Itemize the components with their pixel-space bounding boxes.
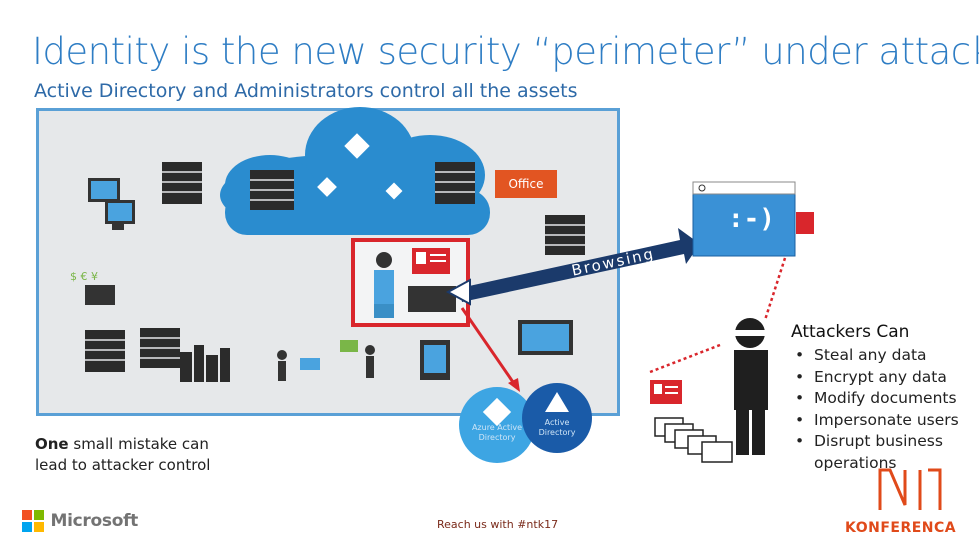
attackers-list: Steal any data Encrypt any data Modify d… xyxy=(795,345,964,474)
browsing-arrow xyxy=(445,228,700,306)
id-card-icon xyxy=(412,248,450,274)
azure-ad-label: Azure Active Directory xyxy=(471,423,523,442)
microsoft-grid-icon xyxy=(22,510,44,532)
hacker-icon xyxy=(734,318,768,455)
admin-user-icon xyxy=(374,252,394,318)
attackers-heading: Attackers Can xyxy=(791,322,910,342)
slide-title: Identity is the new security “perimeter”… xyxy=(32,30,979,73)
list-item: Impersonate users xyxy=(795,410,964,432)
bug-icon xyxy=(796,212,814,234)
konferenca-logo-mark xyxy=(878,468,942,510)
city-icon xyxy=(180,345,230,382)
mistake-caption: One small mistake can lead to attacker c… xyxy=(35,434,235,476)
people-icon xyxy=(277,340,375,381)
malicious-site-window xyxy=(692,181,796,257)
stolen-id-cards-icon xyxy=(650,380,733,463)
attack-path-dashed-lower xyxy=(649,343,721,374)
list-item: Modify documents xyxy=(795,388,964,410)
mistake-rest: small mistake can lead to attacker contr… xyxy=(35,435,211,474)
cloud-service-icon xyxy=(317,133,403,200)
svg-text:$ € ¥: $ € ¥ xyxy=(70,270,98,283)
list-item: Disrupt business operations xyxy=(795,431,964,474)
microsoft-wordmark: Microsoft xyxy=(50,510,139,531)
workstation-icon xyxy=(88,178,135,230)
compromise-line xyxy=(460,307,517,386)
active-directory-circle xyxy=(522,383,592,453)
ad-label: Active Directory xyxy=(538,418,576,437)
attack-path-dashed xyxy=(763,257,787,321)
office-tile: Office xyxy=(495,170,557,198)
smiley-face: :-) xyxy=(728,204,775,234)
list-item: Steal any data xyxy=(795,345,964,367)
microsoft-logo: Microsoft xyxy=(22,510,138,532)
finance-icon: $ € ¥ xyxy=(70,270,115,305)
slide-subtitle: Active Directory and Administrators cont… xyxy=(34,80,578,102)
footer-hashtag: Reach us with #ntk17 xyxy=(437,518,559,531)
konferenca-wordmark: KONFERENCA xyxy=(845,520,957,536)
laptop-icon xyxy=(408,286,456,312)
admin-workstation-highlight xyxy=(351,238,470,327)
mistake-bold: One xyxy=(35,435,69,453)
list-item: Encrypt any data xyxy=(795,367,964,389)
